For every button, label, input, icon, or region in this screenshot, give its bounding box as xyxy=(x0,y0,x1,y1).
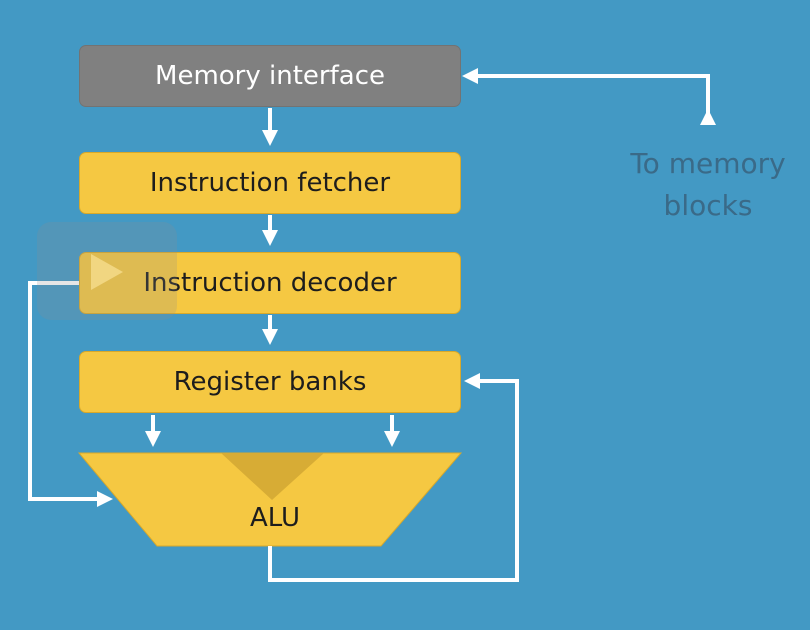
play-icon xyxy=(91,254,123,290)
instruction-fetcher-label: Instruction fetcher xyxy=(149,168,391,198)
arrow-memory-to-blocks xyxy=(462,68,716,125)
register-banks-label: Register banks xyxy=(173,367,367,397)
instruction-decoder-box: Instruction decoder xyxy=(79,252,461,314)
arrow-decoder-to-alu xyxy=(28,281,113,507)
instruction-decoder-label: Instruction decoder xyxy=(143,268,397,298)
to-memory-blocks-label: To memory blocks xyxy=(608,143,808,227)
to-memory-line-1: To memory xyxy=(630,147,786,180)
alu-label: ALU xyxy=(249,503,300,533)
arrow-alu-to-registers xyxy=(268,373,519,582)
instruction-fetcher-box: Instruction fetcher xyxy=(79,152,461,214)
memory-interface-label: Memory interface xyxy=(155,61,385,91)
video-play-button[interactable] xyxy=(37,222,177,320)
to-memory-line-2: blocks xyxy=(663,189,753,222)
memory-interface-box: Memory interface xyxy=(79,45,461,107)
alu-shape xyxy=(77,452,463,547)
register-banks-box: Register banks xyxy=(79,351,461,413)
alu-notch xyxy=(221,453,324,500)
